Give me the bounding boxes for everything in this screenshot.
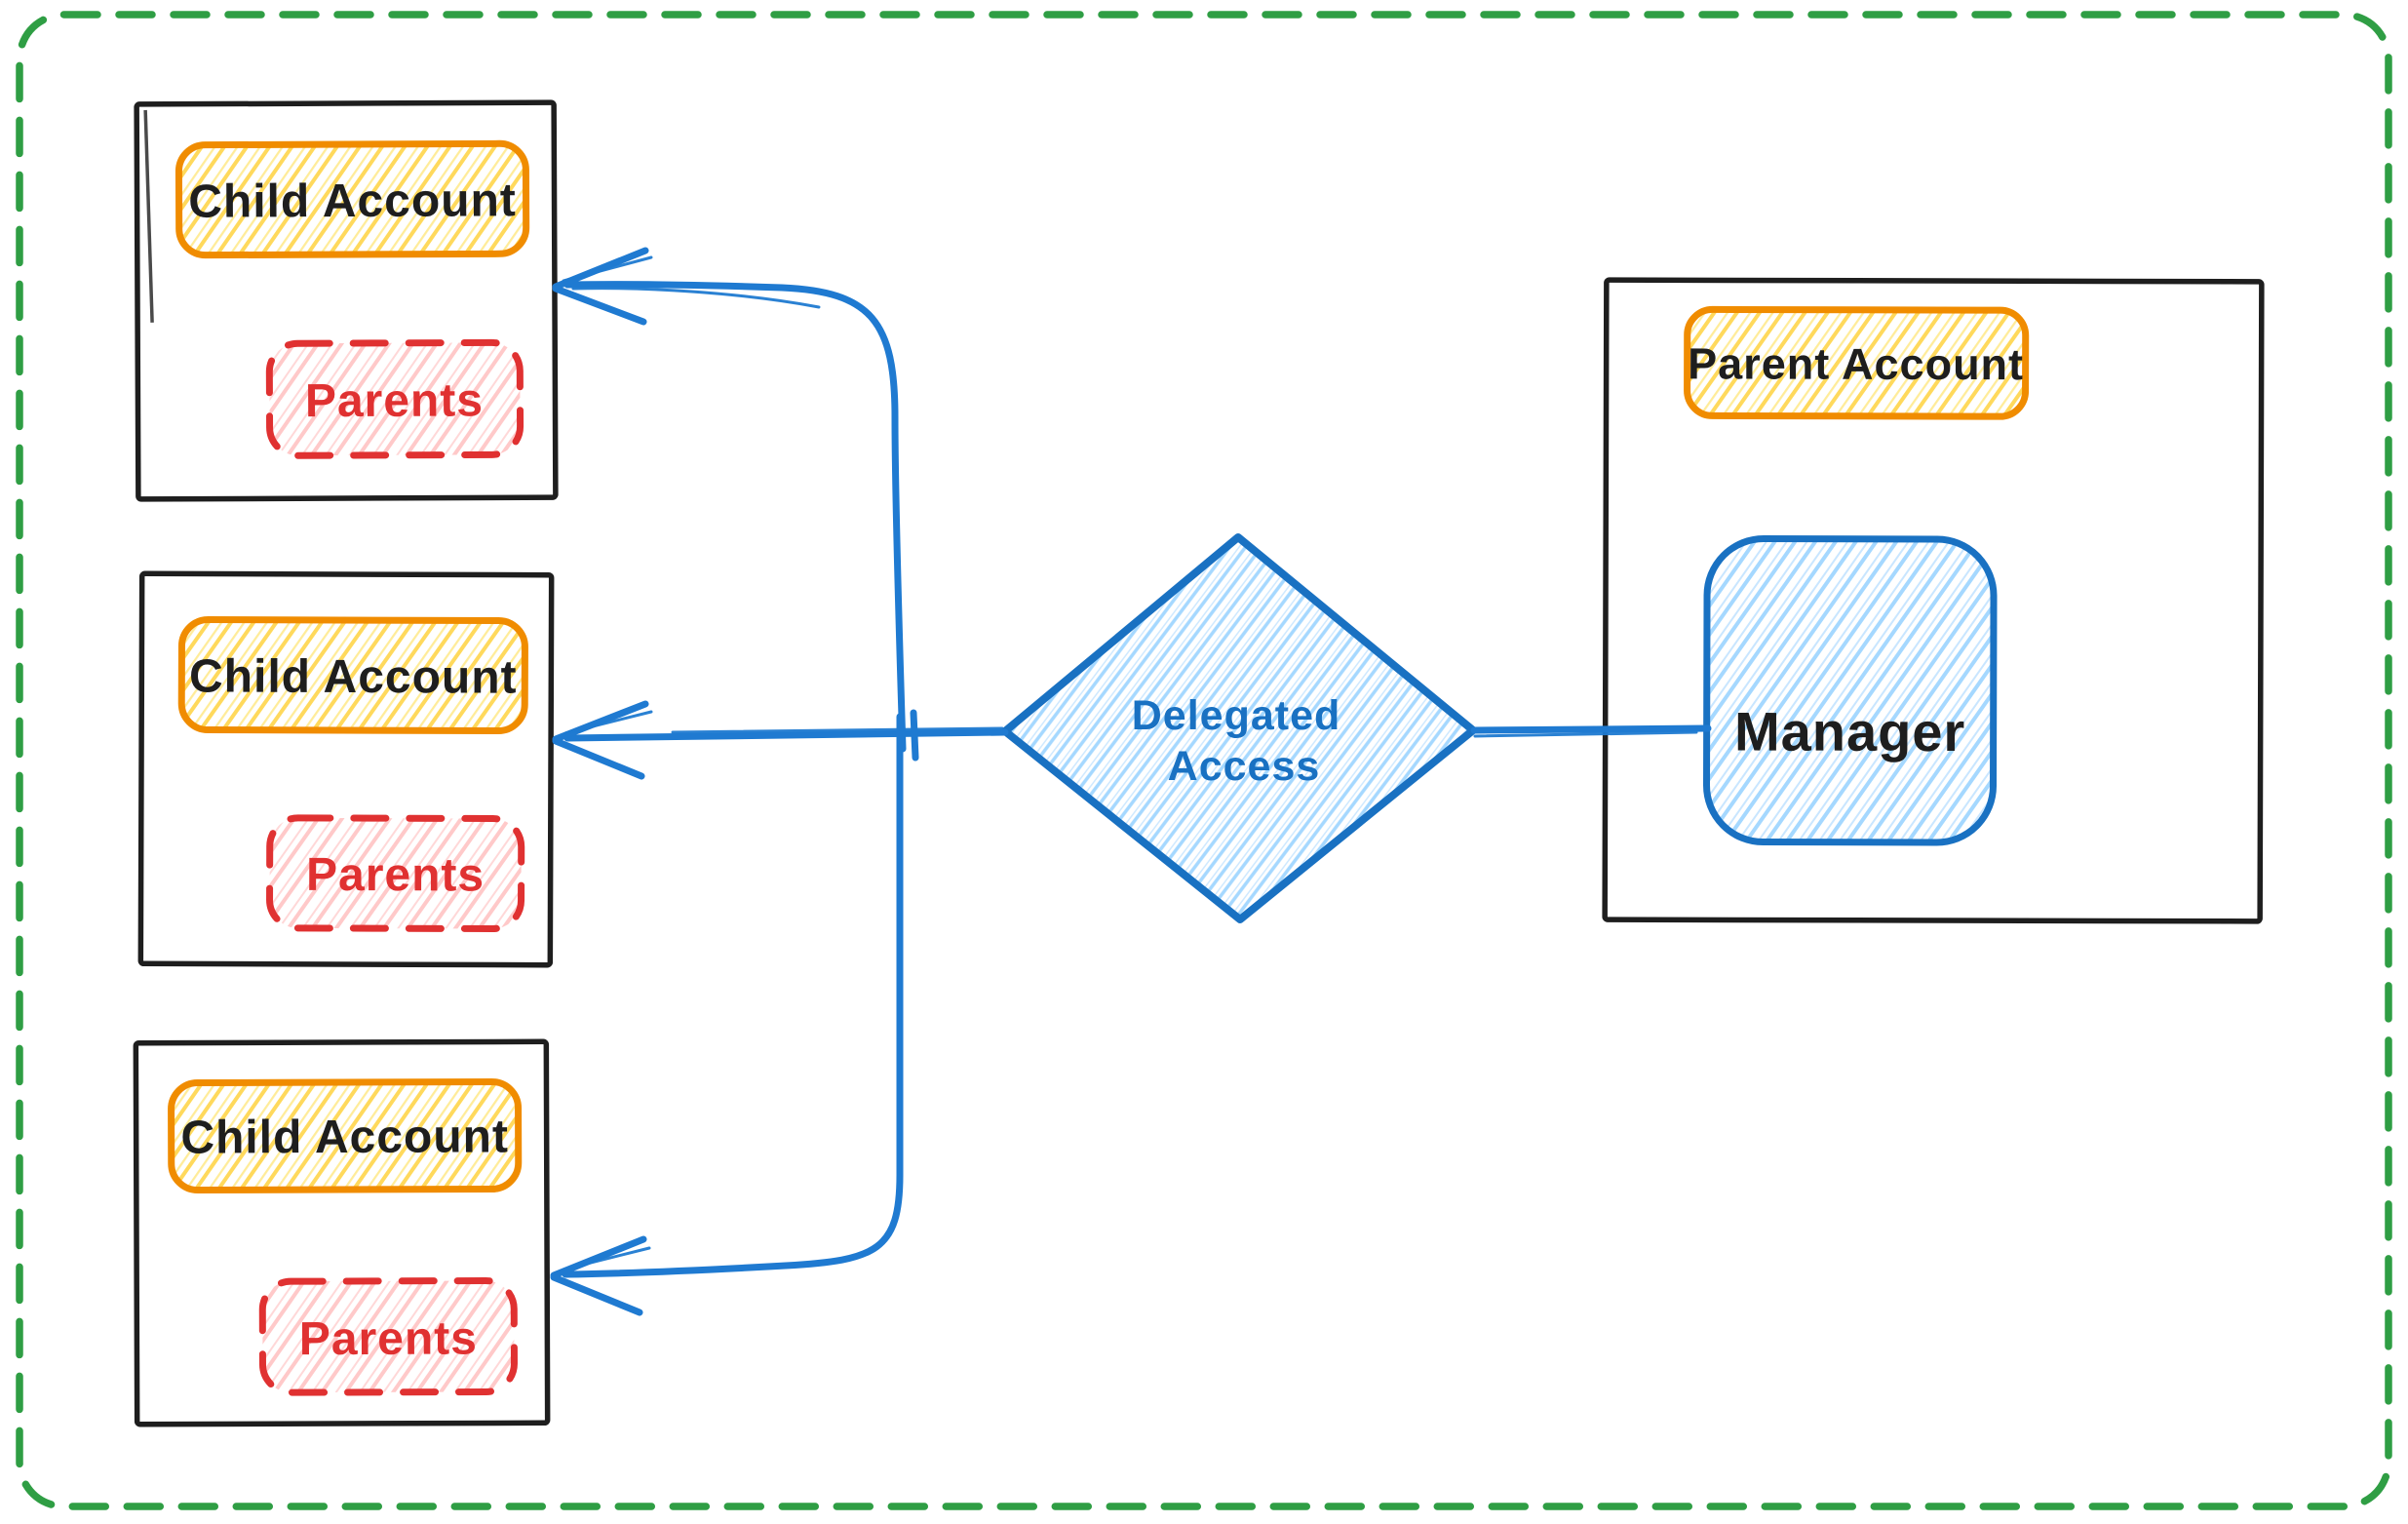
arrow-to-child-2 <box>552 700 1009 780</box>
diamond-shape <box>1001 533 1477 923</box>
arrowhead-upper-barb <box>552 700 649 743</box>
delegated-access-label-line2: Access <box>1168 743 1321 790</box>
parents-label-2: Parents <box>306 849 485 902</box>
parents-box-3 <box>258 1276 518 1396</box>
sketch-tick <box>910 709 919 762</box>
parent-account-box: Parent Account Manager <box>1602 277 2265 924</box>
child-account-pill-1 <box>175 139 530 259</box>
parent-account-label: Parent Account <box>1688 338 2024 389</box>
child-account-box-2: Child Account Parents <box>137 570 555 968</box>
arrowhead-lower-barb <box>552 737 645 780</box>
parent-account-pill <box>1684 305 2030 420</box>
arrowhead-upper-barb <box>552 247 649 291</box>
parents-box-2 <box>266 814 525 933</box>
arrow-to-child-1 <box>552 247 907 753</box>
child-account-label-1: Child Account <box>188 175 517 227</box>
child-account-label-3: Child Account <box>180 1111 509 1163</box>
delegated-access-diamond: Delegated Access <box>1001 533 1477 923</box>
child-account-box-1: Child Account Parents <box>134 99 559 502</box>
manager-diamond-connector <box>1470 724 1712 738</box>
child-account-label-2: Child Account <box>189 650 518 703</box>
parents-label-1: Parents <box>305 374 484 427</box>
child-account-box-3: Child Account Parents <box>133 1038 551 1427</box>
child-account-pill-3 <box>168 1077 523 1194</box>
manager-label: Manager <box>1734 700 1965 762</box>
sketch-stroke <box>143 109 154 323</box>
arrow-to-child-3 <box>550 709 919 1316</box>
manager-box <box>1703 535 1998 846</box>
parents-box-1 <box>265 338 524 459</box>
arrowhead-lower-barb <box>552 285 647 326</box>
delegated-access-label-line1: Delegated <box>1132 692 1341 739</box>
arrowhead-lower-barb <box>550 1273 643 1316</box>
parents-label-3: Parents <box>299 1313 478 1366</box>
child-account-pill-2 <box>177 616 528 735</box>
